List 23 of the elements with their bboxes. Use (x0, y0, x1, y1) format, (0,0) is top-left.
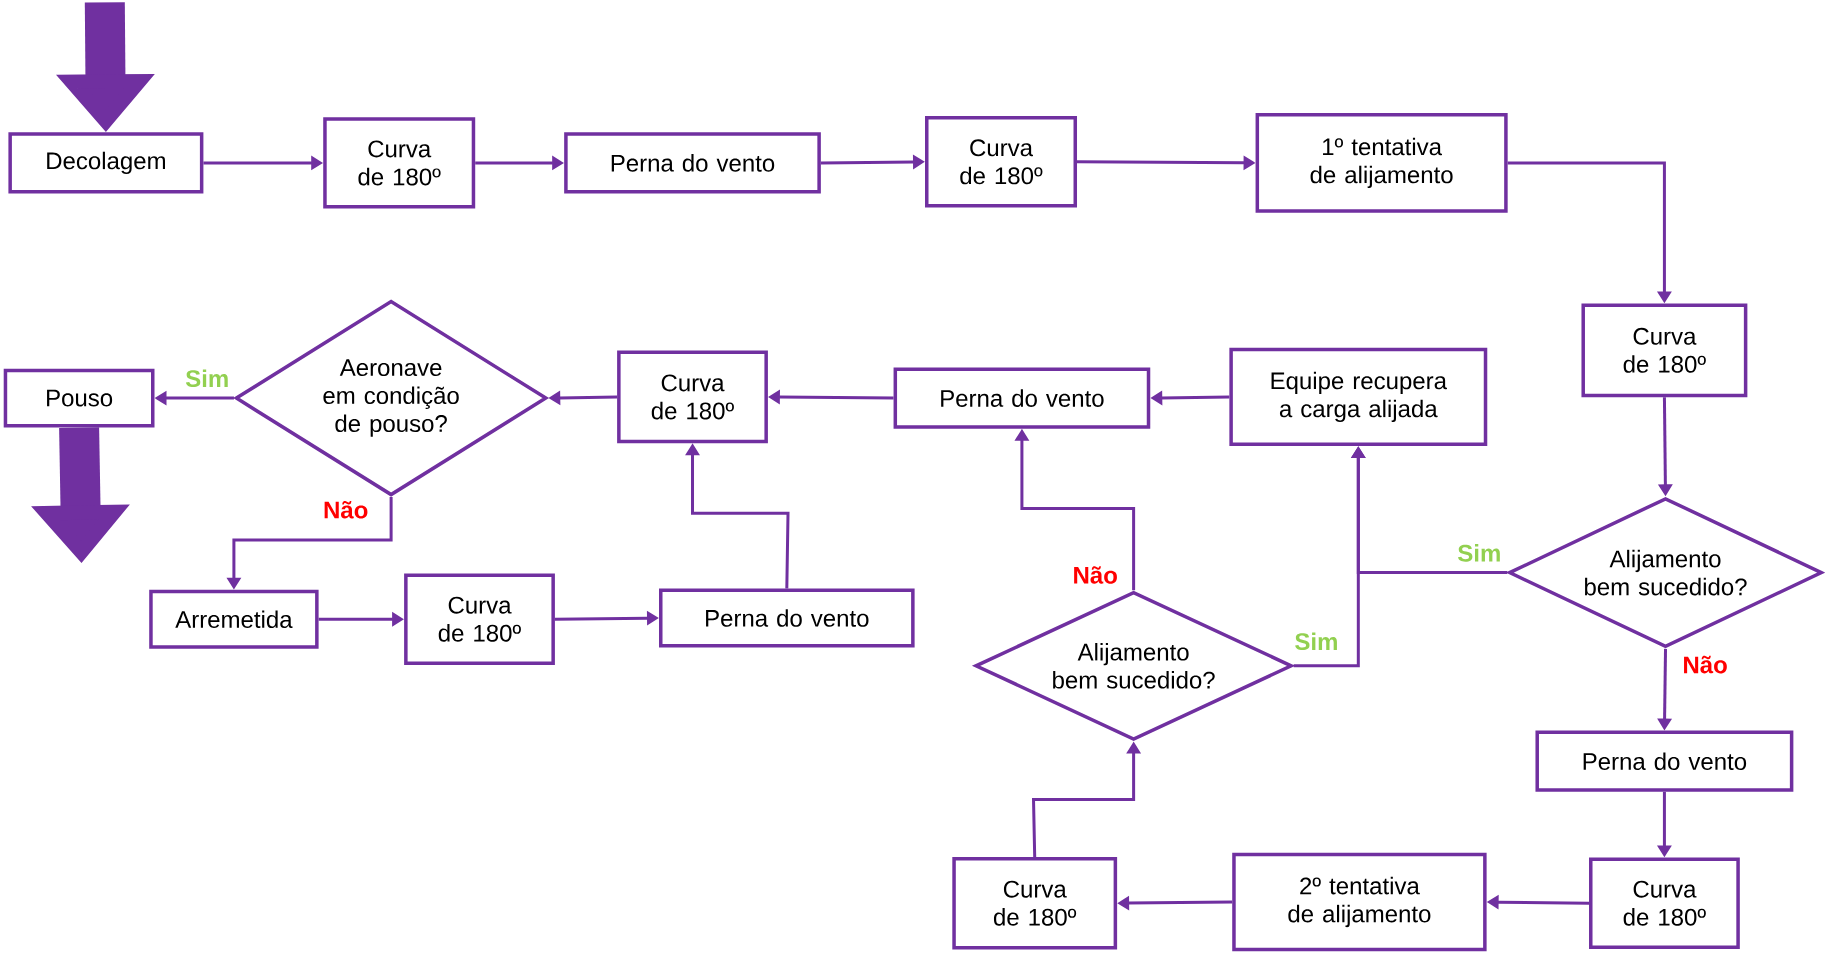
edge-label: Não (322, 500, 370, 520)
process-box: Curva de 180º (1589, 857, 1740, 949)
process-box: Curva de 180º (404, 573, 555, 665)
process-box: Curva de 180º (617, 350, 768, 444)
process-box: Curva de 180º (952, 856, 1118, 950)
edge-label: Sim (1293, 631, 1340, 652)
process-box: Pouso (3, 368, 155, 428)
edge-label: Sim (1456, 543, 1503, 563)
process-box: 2º tentativa de alijamento (1232, 852, 1487, 952)
process-box: Curva de 180º (1581, 303, 1748, 398)
process-box: Curva de 180º (323, 117, 476, 209)
process-box: Perna do vento (1535, 730, 1794, 792)
process-box: Curva de 180º (925, 116, 1077, 208)
process-box: Perna do vento (893, 367, 1151, 429)
process-box: Equipe recupera a carga alijada (1229, 347, 1488, 447)
edge-label: Não (1681, 654, 1729, 675)
edge-label: Não (1071, 565, 1119, 585)
process-box: Arremetida (149, 589, 319, 649)
edge-label: Sim (184, 368, 231, 389)
process-box: Decolagem (8, 132, 204, 194)
process-box: 1º tentativa de alijamento (1255, 113, 1508, 213)
process-box: Perna do vento (659, 588, 915, 648)
process-box: Perna do vento (564, 132, 821, 194)
